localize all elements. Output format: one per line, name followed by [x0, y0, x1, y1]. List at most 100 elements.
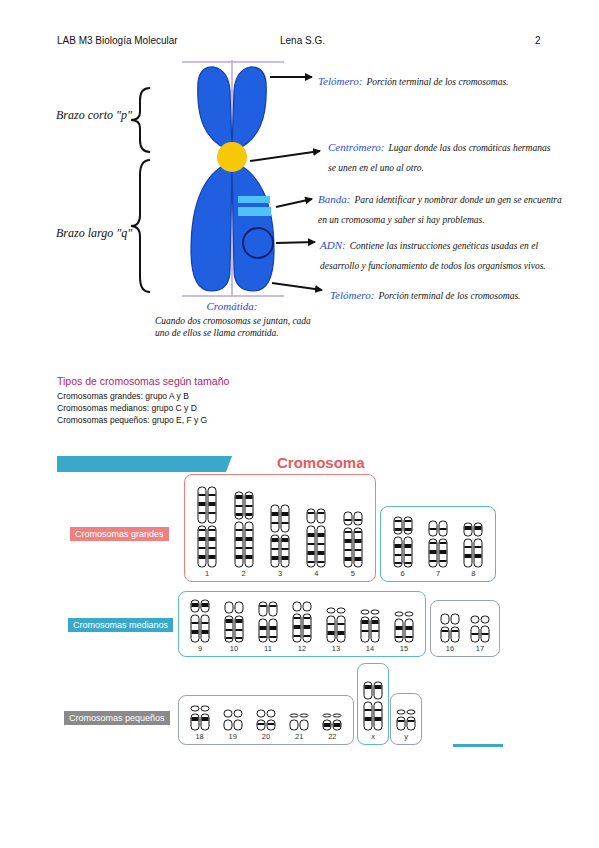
karyotype-item: 2: [233, 491, 255, 578]
callout: Telómero:Porción terminal de los cromoso…: [330, 284, 580, 304]
karyotype-item: 8: [462, 522, 484, 578]
chromosome-number: y: [404, 733, 408, 741]
chromosome-glyph: [321, 713, 343, 731]
group-name: Cromosomas grandes: [75, 529, 164, 539]
chromosome-number: 11: [264, 645, 272, 653]
chromosome-glyph: [392, 516, 414, 568]
karyotype-item: 20: [255, 709, 277, 741]
chromosome-glyph: [233, 491, 255, 568]
karyotype-item: 14: [359, 609, 381, 653]
chromosome-glyph: [395, 709, 417, 731]
karyotype-item: 21: [288, 713, 310, 741]
chromosome-glyph: [325, 607, 347, 643]
callout: Telómero: Porción terminal de los cromoso…: [318, 70, 583, 90]
chromosome-glyph: [469, 615, 491, 643]
callout-text: Contiene las instrucciones genéticas usa…: [320, 241, 546, 271]
chromosome-number: 3: [278, 570, 282, 578]
chromosome-glyph: [427, 520, 449, 568]
karyotype-item: 22: [321, 713, 343, 741]
group-tag: Cromosomas pequeños: [64, 711, 170, 725]
list-line: Cromosomas grandes: grupo A y B: [57, 391, 189, 402]
header-text: LAB M3 Biología Molecular: [57, 35, 178, 48]
chromosome-number: 13: [332, 645, 340, 653]
chromosome-glyph: [269, 504, 291, 568]
centromere: [217, 142, 247, 172]
chromosome-group: 18 19 20 21 22: [178, 695, 354, 745]
chromosome-number: 19: [229, 733, 237, 741]
figure-title: Cromosoma: [277, 454, 365, 473]
arm-label: Brazo corto "p": [56, 108, 132, 123]
karyotype-item: 17: [469, 615, 491, 653]
karyotype-item: 15: [393, 611, 415, 653]
chromosome-glyph: [393, 611, 415, 643]
chromosome-group: 6 7 8: [380, 506, 496, 582]
callout-term: Centrómero:: [328, 141, 384, 153]
arm-brackets: [131, 88, 150, 292]
chromosome-number: 20: [262, 733, 270, 741]
chromosome-group: 9101112131415: [178, 591, 426, 657]
list-line: Cromosomas pequeños: grupo E, F y G: [57, 415, 207, 426]
callout-term: Telómero:: [330, 289, 374, 301]
karyotype-item: 18: [189, 705, 211, 741]
callout-term: ADN:: [320, 239, 346, 251]
callout: Banda:Para identificar y nombrar donde u…: [318, 188, 568, 228]
callout: Centrómero:Lugar donde las dos cromática…: [328, 136, 560, 176]
list-line: Cromosomas medianos: grupo C y D: [57, 403, 197, 414]
chromosome-glyph: [196, 486, 218, 568]
chromosome-glyph: [223, 601, 245, 643]
chromosome-number: 9: [198, 645, 202, 653]
bottom-bar: [453, 744, 503, 747]
callout-term: Telómero:: [318, 75, 362, 87]
callout-text: Para identificar y nombrar donde un gen …: [318, 195, 562, 225]
header-text: Lena S.G.: [280, 35, 325, 48]
chromosome-glyph: [255, 709, 277, 731]
group-name: Cromosomas pequeños: [69, 713, 165, 723]
chromosome-glyph: [462, 522, 484, 568]
chromosome-number: 6: [401, 570, 405, 578]
callout: ADN:Contiene las instrucciones genéticas…: [320, 234, 565, 274]
karyotype-item: 11: [257, 601, 279, 653]
page-number: 2: [535, 35, 541, 48]
chromosome-number: 5: [351, 570, 355, 578]
karyotype-item: y: [395, 709, 417, 741]
chromosome-number: 21: [295, 733, 303, 741]
chromosome-number: 15: [400, 645, 408, 653]
chromosome-number: x: [371, 733, 375, 741]
karyotype-item: 6: [392, 516, 414, 578]
karyotype-item: x: [362, 681, 384, 741]
chromosome-number: 1: [205, 570, 209, 578]
arm-label: Brazo largo "q": [56, 226, 132, 241]
section-heading: Tipos de cromosomas según tamaño: [57, 375, 229, 388]
karyotype-item: 16: [439, 613, 461, 653]
chromosome-glyph: [439, 613, 461, 643]
karyotype-item: 1: [196, 486, 218, 578]
chromosome-number: 14: [366, 645, 374, 653]
band-marks: [238, 196, 271, 216]
karyotype-item: 19: [222, 709, 244, 741]
dna-circle: [243, 228, 273, 258]
karyotype-item: 13: [325, 607, 347, 653]
karyotype-item: 3: [269, 504, 291, 578]
karyotype-item: 7: [427, 520, 449, 578]
group-tag: Cromosomas medianos: [68, 618, 173, 632]
chromosome-glyph: [288, 713, 310, 731]
chromosome-number: 22: [328, 733, 336, 741]
chromosome-number: 16: [446, 645, 454, 653]
karyotype-item: 5: [342, 511, 364, 578]
chromosome-glyph: [189, 705, 211, 731]
karyotype-item: 4: [305, 508, 327, 578]
chromosome-number: 8: [471, 570, 475, 578]
chromosome-number: 2: [241, 570, 245, 578]
chromosome-number: 4: [314, 570, 318, 578]
callout-text: Porción terminal de los cromosomas.: [366, 77, 508, 87]
chromosome-number: 7: [436, 570, 440, 578]
chromosome-glyph: [222, 709, 244, 731]
chromosome-group: y: [390, 693, 422, 745]
callout-term: Banda:: [318, 193, 350, 205]
callout-arrows: [250, 77, 322, 290]
chromosome-group: 1617: [430, 600, 500, 657]
chromosome-glyph: [342, 511, 364, 568]
chromosome-group: x: [357, 663, 389, 745]
karyotype-item: 10: [223, 601, 245, 653]
